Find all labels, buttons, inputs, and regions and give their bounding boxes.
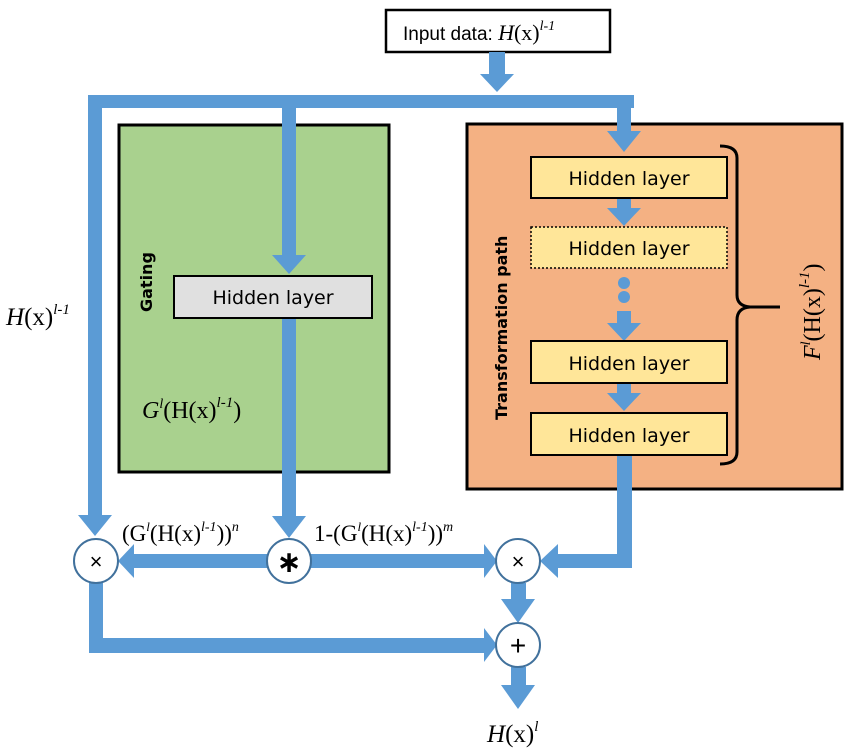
transform-title: Transformation path: [492, 236, 511, 420]
carry-sum-right: [89, 638, 487, 653]
carry-gate-head: [118, 544, 134, 578]
input-box: [384, 8, 612, 54]
transform-output-down: [617, 455, 632, 568]
gating-output-line: [282, 318, 296, 518]
output-head: [501, 685, 535, 709]
input-label: Input data: H(x)l-1: [403, 19, 555, 45]
ellipsis-dot-1: [618, 277, 630, 289]
transform-input-line: [617, 95, 631, 133]
multiply-icon: ×: [90, 549, 103, 574]
add-operator: +: [495, 622, 541, 668]
transform-function-label: Fl(H(x)l-1): [797, 263, 826, 361]
t-arrow-2-shaft: [617, 311, 631, 325]
carry-arrow-head: [78, 515, 112, 536]
transform-input-head: [607, 131, 641, 152]
top-bus: [88, 95, 634, 108]
star-icon: ∗: [276, 546, 301, 579]
t-arrow-1-shaft: [617, 198, 631, 210]
input-sup: l-1: [540, 19, 556, 34]
input-arg: (x): [514, 20, 540, 45]
carry-gate-line: [130, 554, 267, 568]
star-operator: ∗: [266, 538, 312, 584]
transform-gate-head: [484, 544, 497, 578]
input-block: Input data: H(x)l-1: [384, 8, 612, 54]
carry-gate-term: (Gl(H(x)l-1))n: [122, 519, 239, 546]
output-label: H(x)l: [486, 719, 538, 748]
hidden-layer-label: Hidden layer: [568, 238, 689, 260]
plus-icon: +: [510, 630, 526, 661]
transform-gate-term: 1-(Gl(H(x)l-1))m: [314, 519, 453, 546]
gating-hidden-layer-label: Hidden layer: [212, 287, 333, 309]
gating-function-label: Gl(H(x)l-1): [142, 395, 241, 424]
carry-line: [88, 95, 102, 517]
gating-hidden-layer: Hidden layer: [173, 275, 373, 319]
input-prefix: Input data:: [403, 24, 498, 45]
transform-hidden-layer-3: Hidden layer: [530, 340, 728, 384]
output-shaft: [511, 667, 526, 687]
hidden-layer-label: Hidden layer: [568, 425, 689, 447]
gating-input-line: [282, 95, 296, 257]
product-down-head: [501, 599, 535, 623]
right-multiply-operator: ×: [495, 538, 541, 584]
t-arrow-2-head: [607, 323, 641, 341]
gating-input-head: [272, 255, 306, 274]
connectors: [78, 52, 641, 709]
hidden-layer-label: Hidden layer: [568, 168, 689, 190]
input-arrow-head: [480, 74, 514, 92]
curly-brace: [719, 144, 780, 466]
transform-output-left: [556, 554, 632, 568]
ellipsis-dot-2: [618, 291, 630, 303]
t-arrow-3-shaft: [617, 383, 631, 395]
input-fn: H: [497, 20, 515, 45]
left-multiply-operator: ×: [73, 538, 119, 584]
hidden-layer-label: Hidden layer: [568, 353, 689, 375]
transform-hidden-layer-4: Hidden layer: [530, 412, 728, 456]
t-arrow-3-head: [607, 393, 641, 411]
carry-sum-head: [484, 628, 497, 662]
t-arrow-1-head: [607, 208, 641, 226]
product-down-shaft: [511, 583, 526, 601]
carry-label: H(x)l-1: [5, 302, 70, 331]
transform-hidden-layer-2: Hidden layer: [530, 226, 728, 269]
gating-output-head: [272, 516, 306, 538]
transform-hidden-layer-1: Hidden layer: [530, 156, 728, 199]
multiply-icon: ×: [512, 549, 525, 574]
gating-title: Gating: [137, 252, 156, 312]
transform-output-head: [540, 544, 558, 578]
carry-sum-down: [89, 583, 103, 653]
input-arrow-shaft: [489, 52, 505, 76]
transform-gate-line: [311, 554, 487, 568]
